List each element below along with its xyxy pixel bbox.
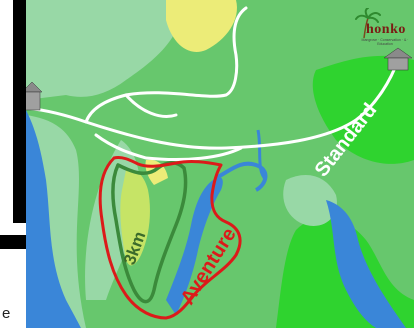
light-green-area-top-left	[26, 0, 180, 100]
left-edge-text: e	[2, 305, 11, 322]
palm-tree-icon	[355, 8, 381, 39]
light-green-area-right	[283, 175, 337, 226]
yellow-area-top	[166, 0, 237, 52]
hut-icon	[383, 47, 413, 71]
logo-name: honko	[366, 22, 406, 37]
left-dark-bar	[13, 0, 26, 223]
logo-subtitle: Mangrove · Conservation · & · Education	[361, 38, 409, 46]
trail-aventure	[98, 156, 242, 320]
left-dash-bar	[0, 235, 26, 249]
stream-2	[256, 129, 268, 182]
river-right	[326, 200, 406, 328]
stream-1	[215, 161, 268, 192]
standard-trail	[26, 6, 400, 161]
river-left	[26, 110, 81, 328]
hut-icon	[26, 81, 43, 111]
trail-map: Standard Aventure 3km	[26, 0, 414, 328]
honko-logo: honko Mangrove · Conservation · & · Educ…	[350, 8, 412, 50]
river-channel	[166, 177, 223, 315]
left-gap	[0, 223, 13, 235]
yellow-green-area	[120, 169, 150, 266]
